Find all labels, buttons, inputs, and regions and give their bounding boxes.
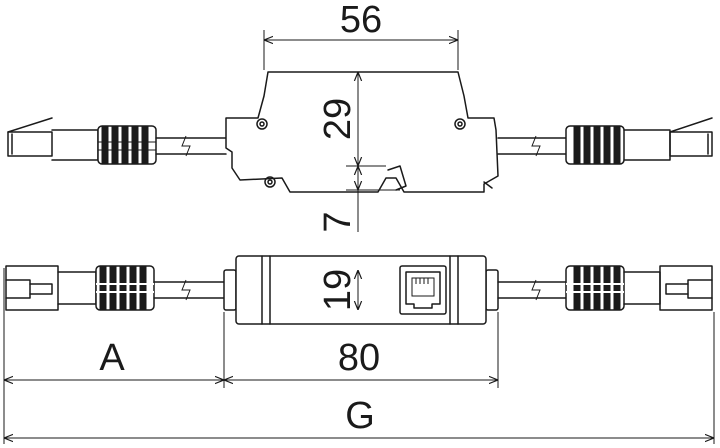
dimension-80: 80	[224, 337, 498, 380]
bottom-view: 19 A 80 G	[3, 255, 715, 444]
dimension-29-label: 29	[317, 98, 359, 140]
bottom-right-cable	[497, 279, 567, 301]
bottom-left-cable	[153, 279, 225, 301]
dimension-19: 19	[317, 269, 359, 311]
dimension-7: 7	[317, 166, 400, 233]
dimension-g: G	[4, 395, 714, 438]
top-right-cable	[497, 135, 567, 157]
dimension-56-label: 56	[340, 0, 382, 41]
top-left-rj45-connector	[7, 117, 157, 165]
dimension-a: A	[4, 337, 224, 380]
dimension-g-label: G	[345, 395, 375, 437]
top-left-cable	[155, 135, 227, 157]
dimension-56: 56	[263, 0, 459, 70]
top-right-rj45-connector	[565, 117, 713, 165]
dimension-a-label: A	[99, 337, 125, 379]
bottom-left-rj45-connector	[5, 265, 155, 311]
top-protector-housing	[225, 71, 499, 193]
bottom-right-rj45-connector	[565, 265, 713, 311]
bottom-protector-housing	[223, 255, 499, 325]
top-view: 56 29 7	[7, 0, 713, 233]
dimension-29: 29	[317, 71, 386, 167]
dimension-7-label: 7	[317, 211, 359, 232]
dimension-19-label: 19	[317, 269, 359, 311]
dimension-80-label: 80	[338, 337, 380, 379]
